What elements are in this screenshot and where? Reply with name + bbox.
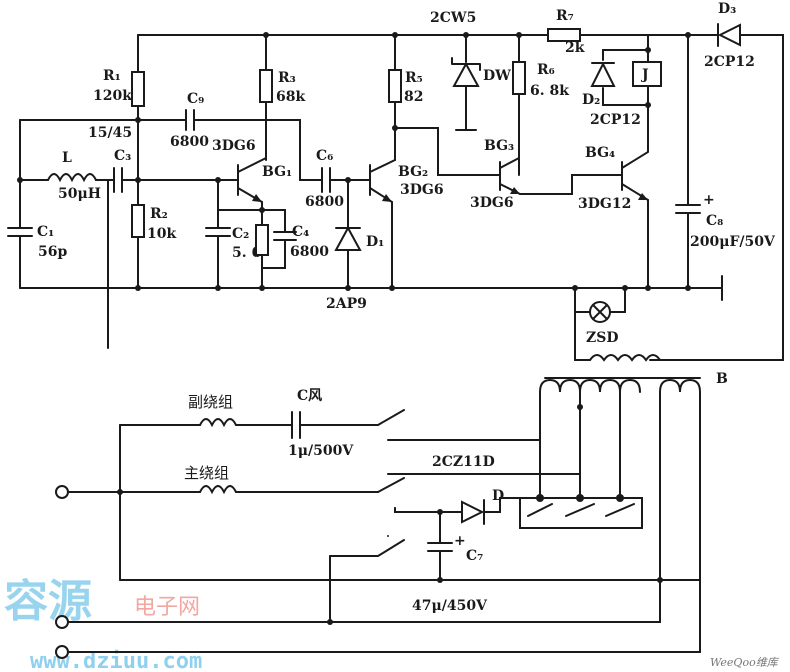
l-label: L [62, 150, 72, 166]
diode-d2 [590, 61, 616, 87]
zener-dw [451, 34, 481, 131]
capacitor-c2 [205, 179, 263, 289]
bg2-label: BG₂ [398, 164, 428, 180]
transistor-bg2 [369, 159, 396, 289]
transformer-b [539, 377, 701, 581]
input-terminal-3 [55, 645, 69, 659]
top-rail [137, 32, 784, 361]
transistor-bg4 [609, 119, 649, 289]
relay-j [579, 34, 662, 121]
r3-label: R₃ [278, 70, 296, 86]
bg4-type: 3DG12 [578, 196, 631, 212]
c4-label: C₄ [292, 224, 309, 240]
input-terminal-2 [55, 615, 69, 629]
lower-switch [55, 535, 701, 659]
c1-label: C₁ [37, 224, 54, 240]
r1-value: 120k [93, 88, 132, 104]
r7-label: R₇ [556, 8, 574, 24]
capacitor-c8 [675, 34, 701, 291]
bg3-label: BG₃ [484, 138, 514, 154]
bg4-label: BG₄ [585, 145, 615, 161]
c2-value: 5. 6 [232, 245, 261, 261]
zener-code: 2CW5 [430, 10, 476, 26]
d2-label: D₂ [582, 92, 600, 108]
capacitor-c3 [107, 167, 226, 349]
c7-value: 47μ/450V [412, 598, 488, 614]
bg1-label: BG₁ [262, 164, 292, 180]
diode-d-label: D [492, 488, 504, 504]
transformer-label: B [716, 371, 728, 387]
c1-value: 56p [38, 244, 67, 260]
r2-value: 10k [147, 226, 176, 242]
heating-switch [519, 494, 643, 529]
c6-label: C₆ [316, 148, 333, 164]
bg3-type: 3DG6 [470, 195, 514, 211]
dw-label: DW [483, 68, 511, 84]
transistor-bg1 [224, 157, 267, 213]
capacitor-c4 [255, 209, 297, 289]
r6-label: R₆ [537, 62, 555, 78]
input-terminal-1 [55, 485, 69, 499]
c-fan-label: C风 [297, 388, 322, 404]
inductor-l [17, 173, 115, 183]
c6-value: 6800 [305, 194, 344, 210]
tap-label: 15/45 [88, 125, 132, 141]
c8-value: 200μF/50V [690, 234, 776, 250]
r7-value: 2k [565, 40, 585, 56]
c7-plus: + [454, 533, 466, 549]
r5-value: 82 [404, 89, 423, 105]
c9-label: C₉ [187, 91, 204, 107]
aux-winding-label: 副绕组 [188, 393, 233, 411]
aux-winding [119, 409, 541, 441]
r3-value: 68k [276, 89, 305, 105]
bg1-type: 3DG6 [212, 138, 256, 154]
diode-d3 [705, 23, 741, 47]
capacitor-c1 [7, 179, 33, 289]
resistor-r3 [259, 34, 273, 161]
watermark-brand: 容源 [4, 576, 92, 627]
c4-value: 6800 [290, 244, 329, 260]
c8-plus: + [703, 192, 715, 208]
capacitor-c9 [19, 109, 301, 181]
watermark-corner: WeeQoo维库 [710, 656, 780, 669]
zsd-label: ZSD [586, 330, 618, 346]
r5-label: R₅ [405, 70, 423, 86]
d1-label: D₁ [366, 234, 384, 250]
c3-label: C₃ [114, 148, 131, 164]
main-winding-label: 主绕组 [184, 464, 229, 482]
resistor-r1 [131, 34, 145, 201]
l-value: 50μH [58, 186, 101, 202]
capacitor-c7 [427, 511, 453, 583]
c9-value: 6800 [170, 134, 209, 150]
d1-type: 2AP9 [326, 296, 367, 312]
c7-label: C₇ [466, 548, 483, 564]
diode-d1 [334, 179, 362, 289]
capacitor-c6 [299, 164, 371, 193]
resistor-r5 [388, 34, 501, 176]
resistor-r2 [131, 179, 145, 289]
c-fan-value: 1μ/500V [288, 443, 354, 459]
c2-label: C₂ [232, 226, 249, 242]
diode-d [394, 497, 521, 525]
main-winding [55, 424, 581, 581]
watermark-url: www.dziuu.com [30, 649, 202, 672]
r1-label: R₁ [103, 68, 121, 84]
resistor-r6 [512, 34, 526, 176]
d3-value: 2CP12 [704, 54, 755, 70]
r6-value: 6. 8k [530, 83, 569, 99]
relay-label: J [640, 67, 649, 83]
lamp-zsd [574, 285, 661, 362]
d3-label: D₃ [718, 1, 736, 17]
transistor-bg3 [499, 149, 611, 195]
r2-label: R₂ [150, 206, 168, 222]
c8-label: C₈ [706, 213, 723, 229]
watermark-brand-sub: 电子网 [134, 595, 200, 620]
d2-value: 2CP12 [590, 112, 641, 128]
bg2-type: 3DG6 [400, 182, 444, 198]
watermark: 容源 电子网 www.dziuu.com WeeQoo维库 [4, 576, 780, 672]
relay-contact-label: 2CZ11D [432, 454, 495, 470]
ground-rail [19, 275, 723, 301]
